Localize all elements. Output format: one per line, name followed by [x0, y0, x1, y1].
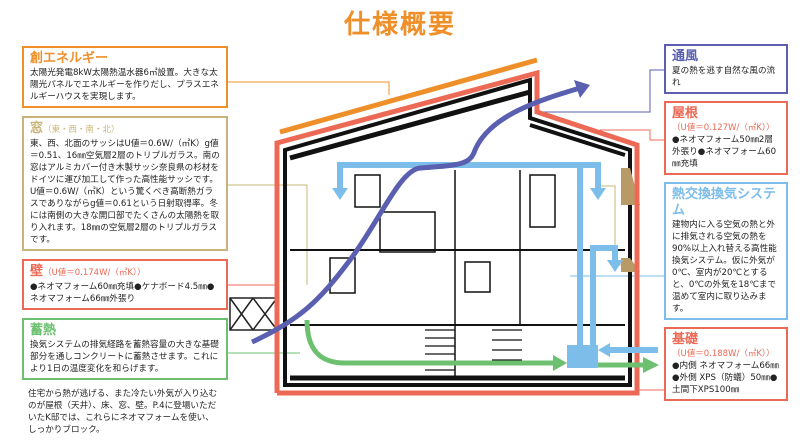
storage-text: 換気システムの排気経路を蓄熱容量の大きな基礎部分を通しコンクリートに蓄熱させます…	[30, 340, 219, 374]
roof-box: 屋根 （U値＝0.127W/（㎡K）） ●ネオマフォーム50㎜2層外張り●ネオマ…	[664, 101, 788, 175]
footer-note: 住宅から熱が逃げる、また冷たい外気が入り込むのが屋根（天井）、床、窓、壁。P.4…	[28, 389, 218, 435]
right-column: 通風 夏の熱を逃す自然な風の流れ 屋根 （U値＝0.127W/（㎡K）） ●ネオ…	[664, 44, 788, 401]
energy-heading: 創エネルギー	[30, 51, 109, 66]
foundation-box: 基礎 （U値＝0.188W/（㎡K）） ●内側 ネオマフォーム66㎜●外側 XP…	[664, 327, 788, 401]
leader-line-window	[228, 184, 308, 285]
storage-heading: 蓄熱	[30, 323, 57, 338]
foundation-heading: 基礎	[672, 332, 699, 347]
roof-text: ●ネオマフォーム50㎜2層外張り●ネオマフォーム60㎜充填	[672, 135, 777, 169]
ventilation-text: 夏の熱を逃す自然な風の流れ	[672, 66, 776, 88]
leader-line-ventilation	[537, 69, 664, 113]
foundation-sub: （U値＝0.188W/（㎡K））	[672, 349, 775, 359]
storage-box: 蓄熱 換気システムの排気経路を蓄熱容量の大きな基礎部分を通しコンクリートに蓄熱さ…	[22, 318, 228, 380]
purple-arrowhead	[574, 80, 590, 98]
solar-panel	[279, 57, 538, 135]
energy-text: 太陽光発電8kW太陽熱温水器6㎡設置。大きな太陽光パネルでエネルギーを作りだし、…	[30, 68, 219, 102]
window-box: 窓（東・西・南・北） 東、西、北面のサッシはU値＝0.6W/（㎡K）g値＝0.5…	[22, 116, 228, 251]
deck-railing	[229, 297, 278, 331]
window-heading: 窓	[30, 121, 44, 136]
heat-exchange-box: 熱交換換気システム 建物内に入る空気の熱と外に排気される空気の熱を90%以上入れ…	[664, 182, 788, 320]
leader-line-roof	[600, 129, 664, 141]
insulation-envelope	[274, 69, 640, 396]
leader-line-energy	[228, 81, 390, 95]
natural-ventilation-airflow	[250, 85, 581, 345]
window-sub: （東・西・南・北）	[43, 125, 120, 135]
roof-heading: 屋根	[672, 106, 699, 121]
window-text: 東、西、北面のサッシはU値＝0.6W/（㎡K）g値＝0.51、16㎜空気層2層の…	[30, 139, 220, 245]
wall-sub: （U値＝0.174W/（㎡K））	[43, 268, 146, 278]
wall-text: ●ネオマフォーム60㎜充填●ケナボード4.5㎜●ネオマフォーム66㎜外張り	[30, 282, 215, 304]
ventilation-heading: 通風	[672, 49, 699, 64]
wall-box: 壁（U値＝0.174W/（㎡K）） ●ネオマフォーム60㎜充填●ケナボード4.5…	[22, 259, 228, 310]
energy-box: 創エネルギー 太陽光発電8kW太陽熱温水器6㎡設置。大きな太陽光パネルでエネルギ…	[22, 46, 228, 108]
green-arrowhead	[553, 355, 567, 371]
page-title: 仕様概要	[343, 10, 456, 40]
wall-heading: 壁	[30, 264, 44, 279]
building-structure	[283, 77, 632, 387]
heat-storage-airflow	[304, 319, 555, 366]
ventilation-box: 通風 夏の熱を逃す自然な風の流れ	[664, 44, 788, 94]
heat-exchange-heading: 熱交換換気システム	[672, 187, 777, 218]
foundation-text: ●内側 ネオマフォーム66㎜●外側 XPS（防蟻）50㎜●土間下XPS100㎜	[672, 361, 779, 395]
left-column: 創エネルギー 太陽光発電8kW太陽熱温水器6㎡設置。大きな太陽光パネルでエネルギ…	[22, 46, 228, 436]
heat-exchanger-unit	[567, 345, 598, 368]
heat-exchange-airflow	[337, 162, 658, 353]
roof-sub: （U値＝0.127W/（㎡K））	[672, 123, 775, 133]
heat-exchange-text: 建物内に入る空気の熱と外に排気される空気の熱を90%以上入れ替える高性能換気シス…	[672, 220, 777, 314]
